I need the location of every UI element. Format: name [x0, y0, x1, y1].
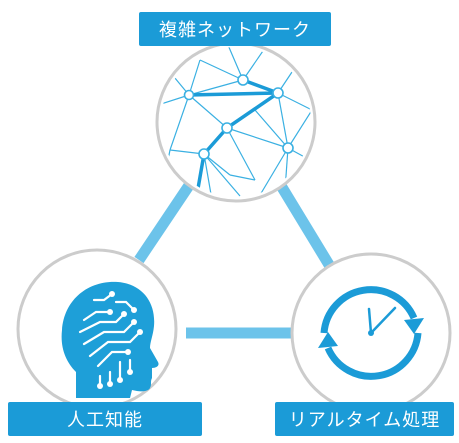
- realtime-node: [290, 252, 452, 414]
- network-label: 複雑ネットワーク: [139, 12, 331, 46]
- clock-refresh-icon: [318, 286, 424, 380]
- connector-network-realtime: [275, 181, 336, 271]
- ai-node: [16, 248, 178, 410]
- realtime-label: リアルタイム処理: [275, 402, 454, 436]
- connector-network-ai: [134, 180, 195, 264]
- ai-head-icon: [61, 281, 159, 398]
- network-node: [155, 41, 317, 203]
- ai-label: 人工知能: [8, 402, 202, 436]
- connectors: [134, 180, 336, 339]
- network-graph-icon: [161, 47, 311, 197]
